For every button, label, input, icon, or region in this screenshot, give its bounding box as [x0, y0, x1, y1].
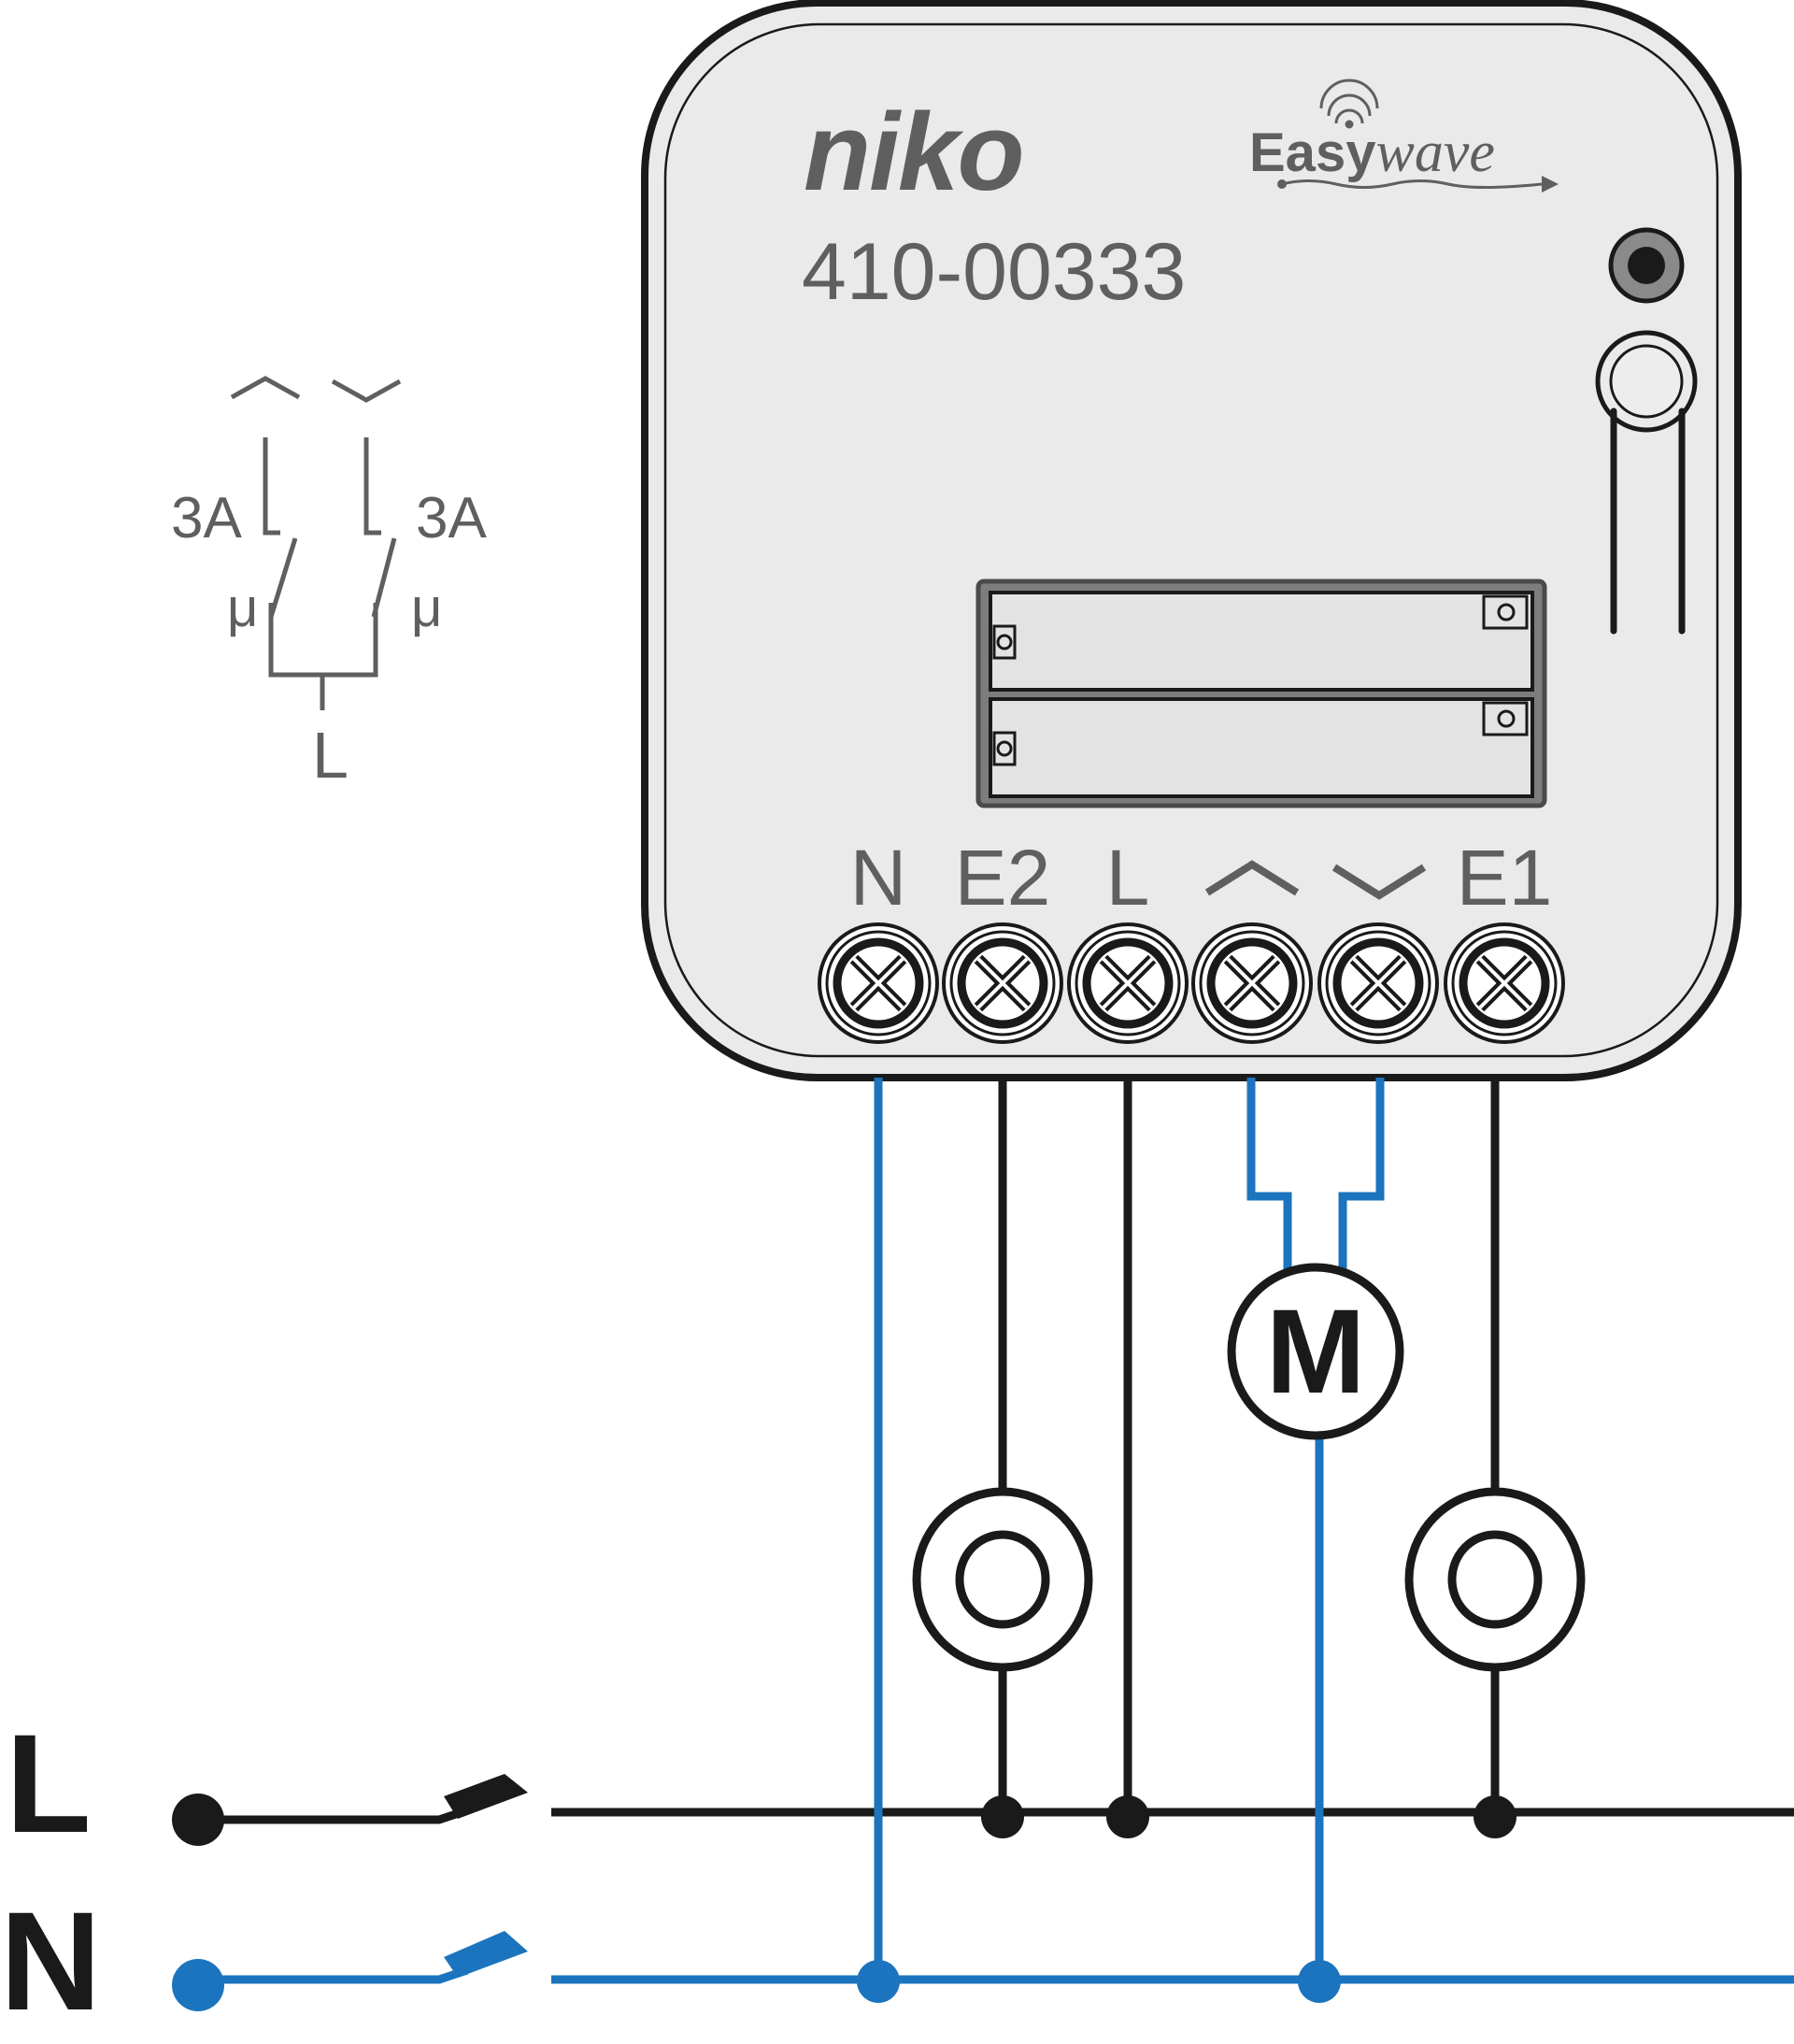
junction-N-neutral	[857, 1960, 900, 2003]
terminal-label-down-icon	[1331, 864, 1427, 900]
schematic-rating-left: 3A	[171, 486, 242, 550]
svg-text:Easywave: Easywave	[1249, 121, 1495, 184]
wave-arrow-head	[1542, 176, 1559, 193]
relay-schematic	[230, 376, 402, 710]
brand-logo: niko	[804, 91, 1023, 214]
schematic-common-label: L	[312, 719, 349, 792]
junction-L-line	[1106, 1795, 1149, 1838]
model-number: 410-00333	[802, 227, 1186, 317]
schematic-contact-left: μ	[227, 578, 258, 638]
terminal-label-E1: E1	[1457, 834, 1553, 922]
terminal-label-up-icon	[1204, 860, 1300, 896]
mains-line-label: L	[6, 1705, 92, 1862]
screw-terminal-E1	[1444, 922, 1565, 1044]
schematic-up-icon	[230, 376, 301, 400]
wire-up	[1246, 1078, 1292, 1269]
mains-neutral-label: N	[0, 1882, 101, 2039]
line-input-dot	[172, 1794, 224, 1846]
screw-terminal-up	[1191, 922, 1313, 1044]
junction-E2-line	[981, 1795, 1024, 1838]
motor: M	[1227, 1263, 1404, 1440]
antenna-slot	[1610, 407, 1686, 635]
line-switch-blade	[444, 1774, 528, 1819]
push-button-E2	[912, 1487, 1093, 1672]
schematic-contact-right: μ	[411, 578, 442, 638]
mains-neutral-feed	[198, 1965, 469, 1984]
device-housing	[641, 0, 1742, 1081]
motor-label: M	[1266, 1285, 1366, 1419]
mains-line-feed	[198, 1806, 469, 1824]
screw-terminal-E2	[942, 922, 1063, 1044]
terminal-label-N: N	[850, 834, 907, 922]
screw-terminal-L	[1067, 922, 1189, 1044]
wire-down	[1338, 1078, 1385, 1269]
wave-arrow-line	[1281, 179, 1543, 189]
program-button[interactable]	[1595, 330, 1698, 433]
easywave-logo-wave: wave	[1375, 121, 1494, 184]
schematic-rating-right: 3A	[416, 486, 487, 550]
junction-E1-line	[1474, 1795, 1516, 1838]
junctions	[857, 1795, 1516, 2003]
neutral-input-dot	[172, 1959, 224, 2011]
terminal-label-E2: E2	[955, 834, 1051, 922]
terminal-label-L: L	[1106, 834, 1150, 922]
easywave-logo-easy: Easy	[1249, 122, 1375, 183]
screw-terminals	[818, 922, 1565, 1044]
neutral-switch-blade	[444, 1931, 528, 1978]
screw-terminal-down	[1317, 922, 1439, 1044]
wifi-icon	[1319, 79, 1379, 129]
screw-terminal-N	[818, 922, 939, 1044]
wiring	[198, 1078, 1794, 1984]
connector-block	[975, 579, 1547, 808]
junction-motor-neutral	[1298, 1960, 1341, 2003]
easywave-logo: Easywave	[1249, 79, 1559, 193]
status-led	[1608, 227, 1685, 304]
push-button-E1	[1404, 1487, 1586, 1672]
schematic-down-icon	[331, 379, 402, 403]
terminal-labels: N E2 L E1	[850, 834, 1553, 922]
